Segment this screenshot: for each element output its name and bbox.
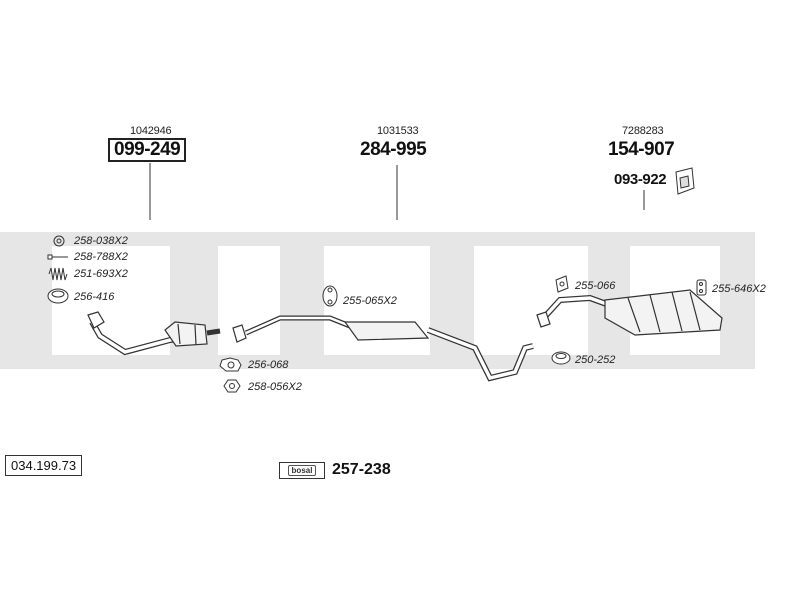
hanger-icon-255-065 [322,285,338,307]
part-number-middle[interactable]: 284-995 [360,139,427,160]
fitting-label[interactable]: 250-252 [575,354,616,366]
fitting-label[interactable]: 256-416 [74,291,115,303]
set-part-number[interactable]: 257-238 [332,461,391,478]
middle-pipe-silencer [232,315,534,382]
nut-icon-258-056 [223,379,241,393]
gasket-icon-256-068 [219,357,242,372]
fitting-label[interactable]: 255-065X2 [343,295,397,307]
fitting-label[interactable]: 255-646X2 [712,283,766,295]
part-number-front[interactable]: 099-249 [108,138,187,162]
fitting-label[interactable]: 258-038X2 [74,235,128,247]
rear-silencer [536,289,723,336]
spring-icon-251-693 [48,267,68,281]
bolt-icon-258-788 [47,254,68,260]
hanger-icon-255-646 [696,279,707,296]
fitting-label[interactable]: 258-056X2 [248,381,302,393]
oem-number-front: 1042946 [130,125,172,137]
part-number-bracket[interactable]: 093-922 [614,171,667,188]
fitting-label[interactable]: 255-066 [575,280,616,292]
fitting-label[interactable]: 258-788X2 [74,251,128,263]
oem-number-rear: 7288283 [622,125,664,137]
hanger-icon-255-066 [555,275,569,293]
oem-number-middle: 1031533 [377,125,419,137]
bosal-logo-text: bosal [287,465,317,476]
bosal-watermark [0,232,755,369]
clamp-icon-258-038 [53,235,65,247]
clamp-icon-250-252 [551,351,571,365]
fitting-label[interactable]: 256-068 [248,359,289,371]
bosal-logo-badge: bosal [279,462,325,479]
reference-number: 034.199.73 [5,455,83,476]
fitting-label[interactable]: 251-693X2 [74,268,128,280]
leader-lines [149,163,645,220]
front-pipe-catalyst [87,311,221,356]
ring-icon-256-416 [47,288,69,304]
part-number-rear[interactable]: 154-907 [608,139,675,160]
bracket-icon-093-922 [675,167,695,195]
